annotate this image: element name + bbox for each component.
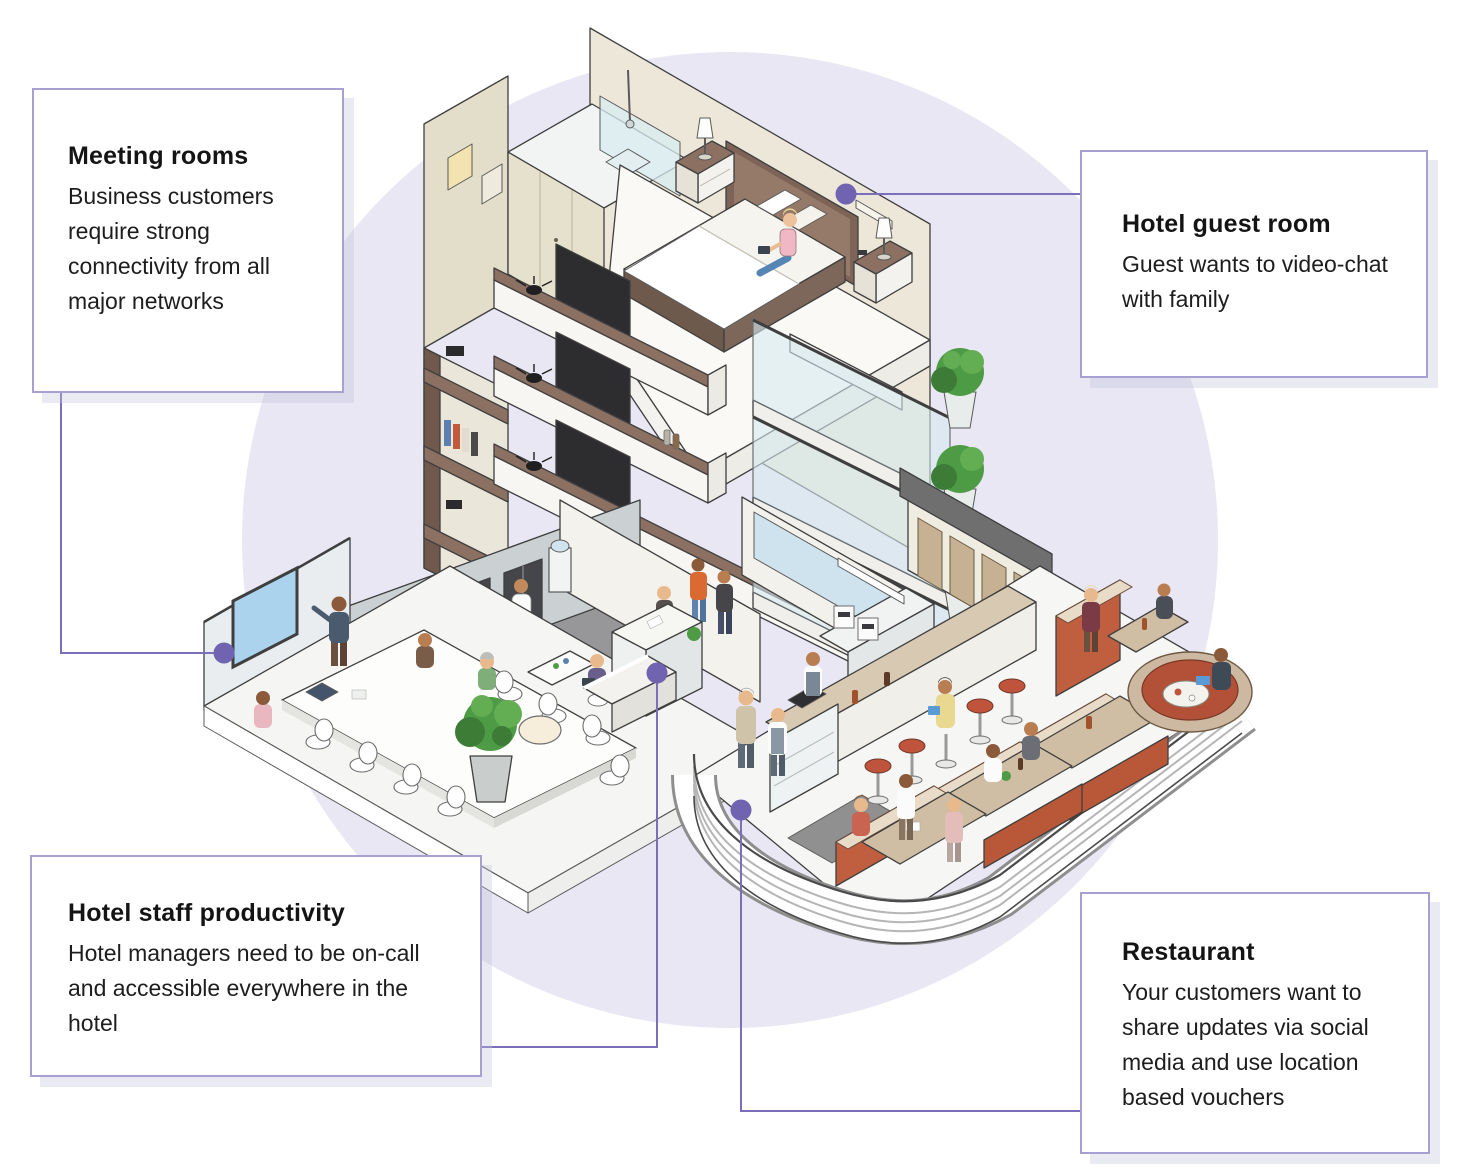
connector-dot: [646, 662, 668, 684]
callout-body: Your customers want to share updates via…: [1122, 979, 1369, 1110]
nightstand: [675, 140, 735, 204]
callout-body: Guest wants to video-chat with family: [1122, 251, 1388, 312]
conference-chairs: [305, 670, 630, 817]
connector-dots: [213, 183, 857, 821]
callout-body: Business customers require strong connec…: [68, 183, 274, 314]
connector-dot: [730, 799, 752, 821]
corridor-shelves: [423, 346, 509, 611]
connector-line: [482, 680, 658, 1048]
person-with-laptop: [1196, 648, 1231, 690]
connector-dot: [835, 183, 857, 205]
circular-booth: [1127, 648, 1253, 733]
elevator-lobby: [455, 539, 733, 803]
banded-wall: [671, 690, 1256, 946]
connector-line: [60, 393, 218, 654]
water-cooler: [548, 539, 572, 593]
lobby-armchair: [518, 715, 562, 745]
person-barista: [804, 652, 822, 696]
callout-title: Restaurant: [1122, 938, 1255, 966]
person-on-stool: [928, 677, 957, 769]
connectors: [60, 193, 1080, 1112]
balcony: [752, 415, 984, 612]
balcony-plant: [931, 348, 984, 429]
tower: [423, 27, 984, 707]
booths: [835, 693, 1169, 887]
person-standing: [897, 774, 915, 840]
callout-title: Hotel guest room: [1122, 210, 1331, 238]
restaurant: [671, 467, 1256, 946]
wifi-router: [515, 364, 553, 383]
person-standing: [945, 798, 963, 862]
wifi-router: [515, 452, 553, 471]
person-standing: [690, 558, 707, 622]
callout-hotel-staff-productivity: Hotel staff productivity Hotel managers …: [30, 855, 482, 1077]
person-seated: [1156, 583, 1173, 619]
callout-restaurant: Restaurant Your customers want to share …: [1080, 892, 1430, 1154]
person-presenting: [311, 596, 349, 666]
callout-hotel-guest-room: Hotel guest room Guest wants to video-ch…: [1080, 150, 1428, 378]
connector-line: [740, 817, 1080, 1112]
callout-title: Meeting rooms: [68, 142, 249, 170]
corner-booth: [1054, 579, 1189, 697]
callout-body: Hotel managers need to be on-call and ac…: [68, 940, 420, 1036]
person-waitress: [768, 708, 787, 776]
callout-title: Hotel staff productivity: [68, 899, 346, 927]
table-lamp: [875, 217, 893, 261]
person-seated: [984, 744, 1002, 782]
wifi-router: [515, 276, 553, 295]
callout-meeting-rooms: Meeting rooms Business customers require…: [32, 88, 344, 393]
person-customer: [736, 687, 756, 768]
person-seated: [416, 633, 434, 668]
person-seated: [1022, 722, 1040, 760]
table-lamp: [696, 117, 714, 161]
presentation-screen: [231, 565, 299, 670]
connector-dot: [213, 642, 235, 664]
person-seated: [852, 795, 870, 836]
guest-person: [756, 208, 797, 277]
indoor-plant: [455, 695, 522, 803]
person-standing: [716, 570, 733, 634]
person-standing: [1082, 585, 1100, 652]
person-seated: [478, 652, 496, 690]
person-seated: [254, 691, 272, 728]
